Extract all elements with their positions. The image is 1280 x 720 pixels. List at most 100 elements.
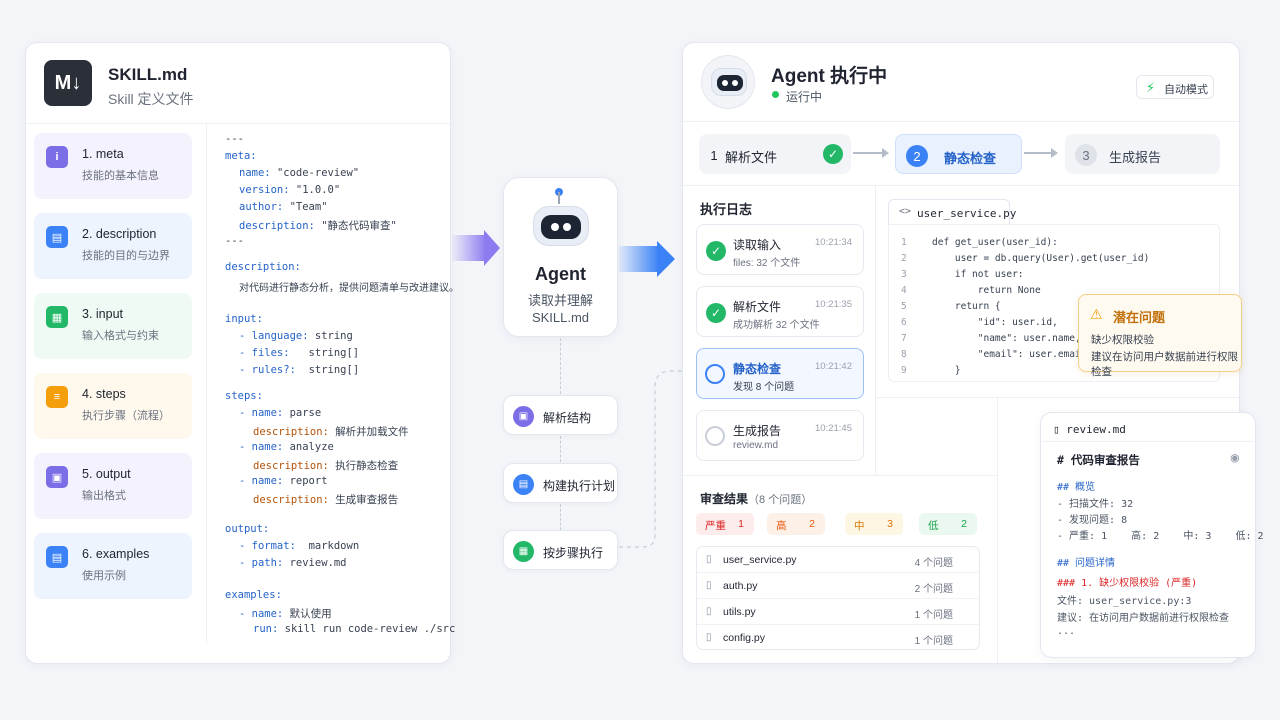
flow-arrow-in-head [484,230,500,266]
review-file-tab-label: review.md [1066,423,1126,436]
flow-connector [560,504,561,530]
line-number: 7 [901,333,907,344]
file-icon: ▯ [1053,423,1067,436]
code-line: - name: parse [239,407,321,419]
log-item-active[interactable]: 静态检查 发现 8 个问题 10:21:42 [696,348,864,399]
nav-item-desc: 输出格式 [82,490,126,502]
nav-item-label: 6. examples [82,547,150,561]
code-line: author: "Team" [239,201,328,213]
code-key: description: [253,426,329,438]
file-row[interactable]: ▯ config.py 1 个问题 [697,625,979,651]
flow-step-execute[interactable]: ▦ 按步骤执行 [503,530,618,570]
code-key: input: [225,313,263,325]
severity-name: 高 [776,520,787,532]
log-time: 10:21:42 [815,361,852,372]
file-row[interactable]: ▯ utils.py 1 个问题 [697,599,979,625]
agent-card: Agent 读取并理解 SKILL.md [503,177,618,337]
code-value: "1.0.0" [295,184,341,196]
log-label: 解析文件 [733,300,782,314]
step-parse-file[interactable]: 1 解析文件 ✓ [699,134,851,174]
severity-low-badge[interactable]: 低 2 [919,513,977,535]
code-line: description: [225,261,301,273]
code-line: "id": user.id, [932,317,1058,328]
code-line: } [932,365,961,376]
flow-step-label: 解析结构 [543,411,592,425]
flow-step-label: 构建执行计划 [543,479,616,493]
code-line: input: [225,313,263,325]
nav-item-examples[interactable]: ▤ 6. examples 使用示例 [34,533,192,599]
robot-icon [533,206,589,246]
log-item[interactable]: ✓ 读取输入 files: 32 个文件 10:21:34 [696,224,864,275]
plan-icon: ▤ [513,474,534,495]
code-key: - files: [239,347,290,359]
code-line: return None [932,285,1041,296]
report-line: 文件: user_service.py:3 [1057,596,1192,607]
file-row[interactable]: ▯ auth.py 2 个问题 [697,573,979,599]
nav-item-steps[interactable]: ≡ 4. steps 执行步骤（流程） [34,373,192,439]
file-name: auth.py [723,580,758,592]
nav-item-output[interactable]: ▣ 5. output 输出格式 [34,453,192,519]
flow-arrow-in [452,235,486,261]
file-tab[interactable]: <> user_service.py [888,199,1016,225]
step-label: 静态检查 [944,151,997,166]
severity-count: 3 [887,518,893,530]
auto-mode-button[interactable]: ⚡ 自动模式 [1136,75,1214,99]
line-number: 4 [901,285,907,296]
nav-item-label: 1. meta [82,147,124,161]
nav-item-desc: 技能的基本信息 [82,170,159,182]
check-icon: ✓ [706,241,726,261]
warning-icon: ⚠ [1090,306,1103,322]
review-results-title: 审查结果（8 个问题） [700,490,812,507]
log-label: 生成报告 [733,424,782,438]
file-name: user_service.py [723,554,797,566]
code-line: - name: analyze [239,441,334,453]
code-key: description: [253,494,329,506]
robot-eye [732,80,738,86]
code-line: - name: report [239,475,328,487]
nav-item-input[interactable]: ▦ 3. input 输入格式与约束 [34,293,192,359]
review-file-tab[interactable]: ▯ review.md [1053,423,1126,436]
review-results-label: 审查结果 [700,492,749,506]
nav-item-description[interactable]: ▤ 2. description 技能的目的与边界 [34,213,192,279]
document-icon: ▤ [46,226,68,248]
report-subheading: ## 问题详情 [1057,558,1116,569]
file-icon: ▯ [706,580,712,591]
execution-title: Agent 执行中 [771,66,888,87]
log-sub: 成功解析 32 个文件 [733,320,820,331]
code-line: --- [225,133,244,145]
log-time: 10:21:45 [815,423,852,434]
warning-title: 潜在问题 [1113,310,1166,325]
step-label: 生成报告 [1109,150,1162,165]
nav-item-label: 2. description [82,227,157,241]
code-value: 默认使用 [289,608,332,620]
nav-item-meta[interactable]: i 1. meta 技能的基本信息 [34,133,192,199]
agent-desc-file: SKILL.md [531,310,590,325]
eye-icon[interactable]: ◉ [1230,450,1239,466]
section-divider [683,185,1239,186]
severity-high-badge[interactable]: 高 2 [767,513,825,535]
check-icon: ✓ [706,303,726,323]
code-icon: <> [899,206,912,217]
code-value: 执行静态检查 [335,460,399,472]
severity-count: 1 [738,518,744,530]
severity-medium-badge[interactable]: 中 3 [845,513,903,535]
code-line: meta: [225,150,257,162]
nav-item-desc: 执行步骤（流程） [82,410,170,422]
log-item[interactable]: 生成报告 review.md 10:21:45 [696,410,864,461]
log-item[interactable]: ✓ 解析文件 成功解析 32 个文件 10:21:35 [696,286,864,337]
code-line: description: "静态代码审查" [239,218,397,233]
flow-step-parse[interactable]: ▣ 解析结构 [503,395,618,435]
code-key: examples: [225,589,282,601]
output-icon: ▣ [46,466,68,488]
step-generate-report[interactable]: 3 生成报告 [1065,134,1220,174]
review-markdown-preview: ◉ # 代码审查报告 ## 概览 - 扫描文件: 32 - 发现问题: 8 - … [1043,441,1264,655]
flow-step-plan[interactable]: ▤ 构建执行计划 [503,463,618,503]
status-text: 运行中 [786,90,823,104]
potential-issue-popup: ⚠ 潜在问题 缺少权限校验 建议在访问用户数据前进行权限检查 [1078,294,1242,378]
file-row[interactable]: ▯ user_service.py 4 个问题 [697,547,979,573]
severity-critical-badge[interactable]: 严重 1 [696,513,754,535]
step-number: 3 [1075,144,1097,166]
flow-arrow-out [619,246,659,272]
code-key: description: [253,460,329,472]
step-static-check[interactable]: 2 静态检查 [895,134,1022,174]
